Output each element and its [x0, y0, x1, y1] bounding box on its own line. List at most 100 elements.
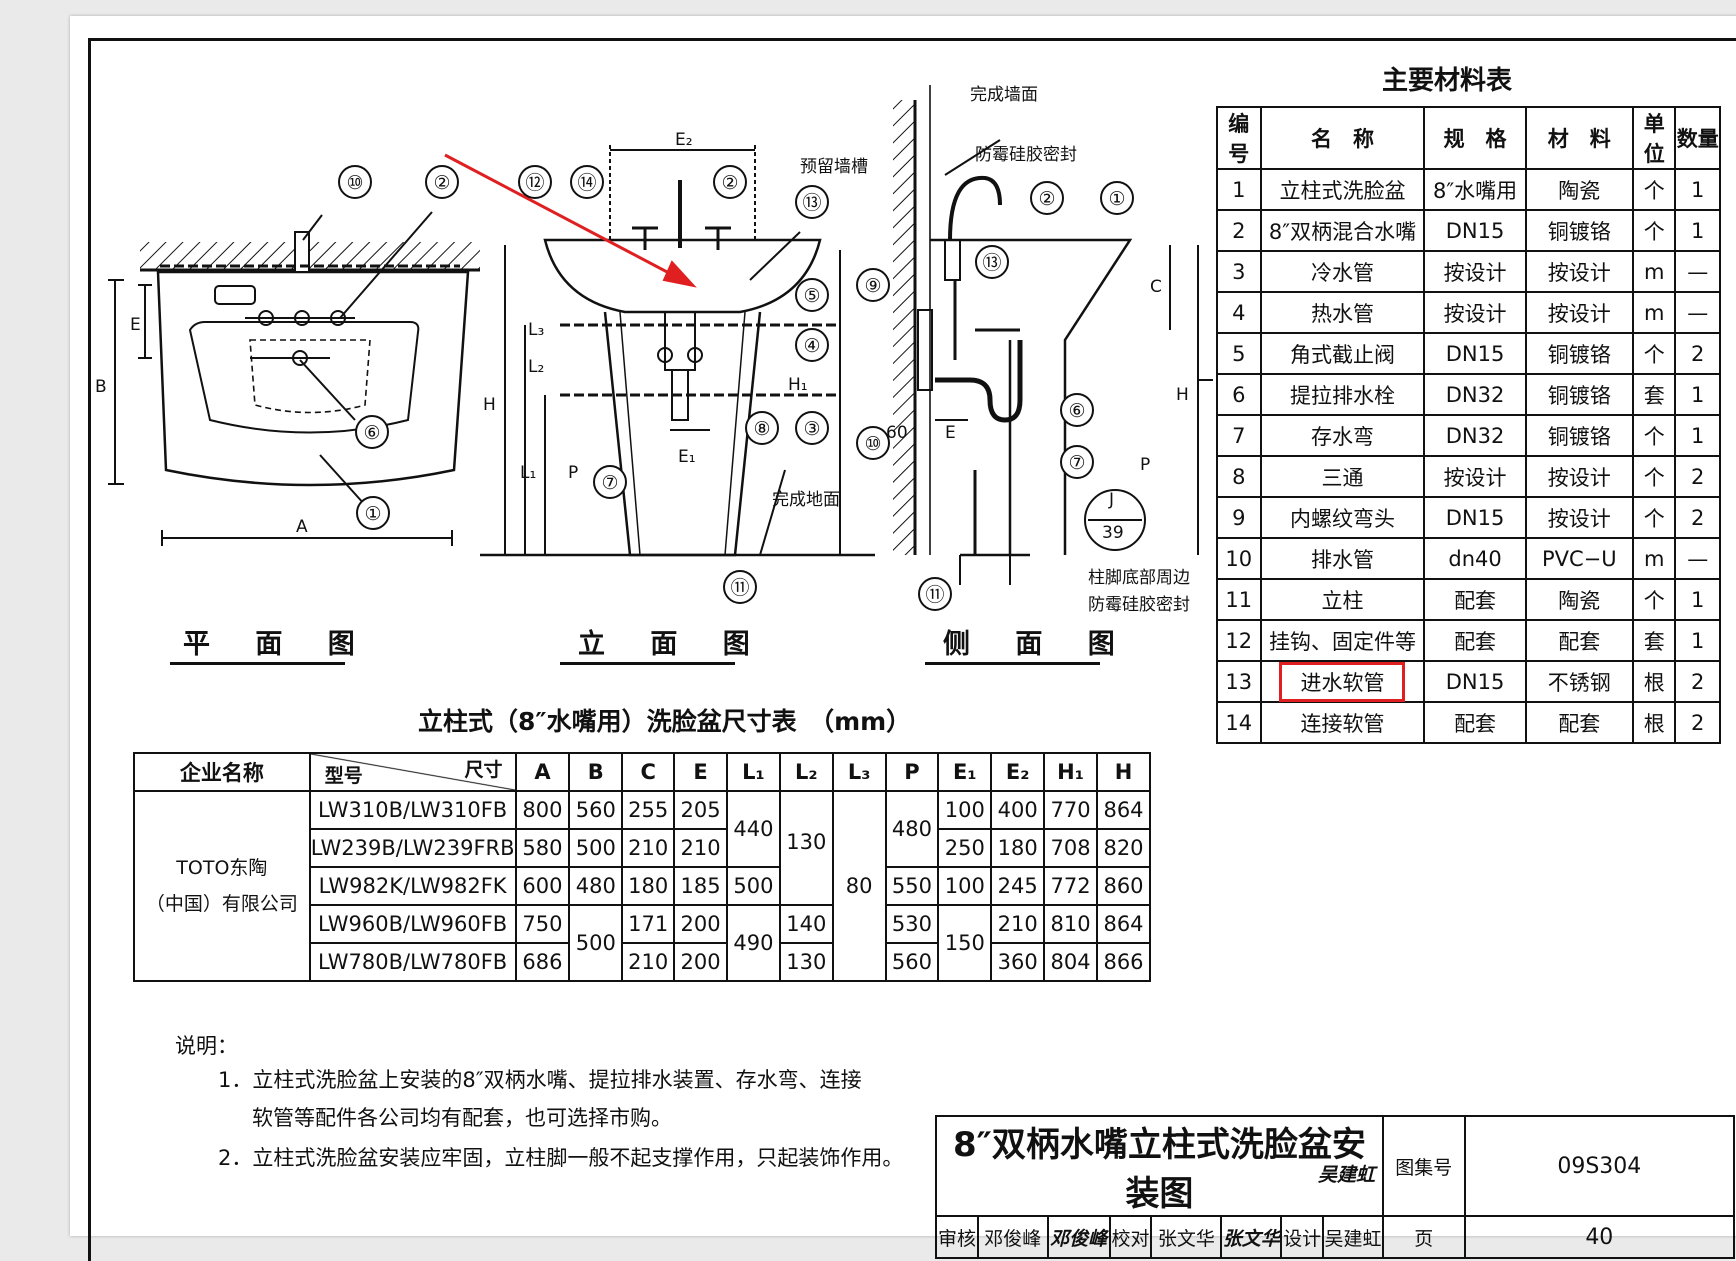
materials-cell: 1: [1674, 168, 1721, 211]
dim-cell: 550: [884, 866, 940, 906]
dim-B: B: [95, 377, 107, 397]
plan-view-title: 平 面 图: [183, 629, 373, 660]
materials-cell: 个: [1631, 209, 1677, 252]
detail-marker-top: J: [1108, 490, 1114, 510]
front-view: [480, 145, 875, 557]
dim-E1: E₁: [678, 447, 696, 467]
materials-cell: 排水管: [1259, 537, 1426, 580]
dimensions-table: 企业名称 型号 尺寸 A B C E L₁ L₂ L₃ P E₁ E₂ H₁ H…: [133, 752, 1151, 982]
materials-cell: 提拉排水栓: [1259, 373, 1426, 416]
callout-13-side: ⑬: [975, 245, 1009, 279]
dim-header-model: 型号 尺寸: [308, 752, 517, 792]
materials-cell: 个: [1631, 455, 1677, 498]
materials-header-cell: 名 称: [1259, 106, 1426, 170]
dim-cell: 800: [514, 790, 571, 830]
svg-text:①: ①: [1108, 188, 1125, 210]
svg-text:⑨: ⑨: [864, 275, 881, 297]
title-block: 8″双柄水嘴立柱式洗脸盆安装图 图集号 09S304 审核 邓俊峰 邓俊峰 校对…: [935, 1115, 1736, 1259]
label-reserved-slot: 预留墙槽: [800, 157, 868, 177]
svg-text:⑦: ⑦: [601, 472, 618, 494]
callout-2-front: ②: [713, 165, 747, 199]
materials-cell: 13: [1216, 660, 1262, 703]
label-finished-wall: 完成墙面: [970, 85, 1038, 105]
dim-H-side: H: [1176, 385, 1189, 405]
detail-marker-bottom: 39: [1102, 523, 1124, 543]
dim-cell: 210: [990, 904, 1046, 944]
svg-text:⑤: ⑤: [803, 285, 820, 307]
check-signature: 张文华: [1220, 1215, 1283, 1259]
materials-cell: 配套: [1524, 619, 1634, 662]
dim-col-H: H: [1096, 752, 1151, 792]
callout-1-plan: ①: [356, 496, 390, 530]
review-signature: 邓俊峰: [1046, 1215, 1111, 1259]
callout-3-front: ③: [795, 411, 829, 445]
materials-cell: 1: [1674, 209, 1721, 252]
note-1-line-2: 软管等配件各公司均有配套，也可选择市购。: [252, 1106, 672, 1130]
review-label: 审核: [935, 1215, 979, 1259]
plan-view: [108, 211, 480, 546]
dim-cell: 180: [621, 866, 676, 906]
dim-P-side: P: [1140, 455, 1150, 475]
dim-cell: 210: [621, 942, 676, 982]
review-name: 邓俊峰: [976, 1215, 1049, 1259]
dim-L1: L₁: [520, 463, 536, 483]
materials-cell: 铜镀铬: [1524, 332, 1634, 375]
materials-cell: 个: [1631, 496, 1677, 539]
dim-cell: 750: [514, 904, 571, 944]
dim-cell: 530: [884, 904, 940, 944]
materials-cell: DN15: [1423, 660, 1527, 703]
dim-cell: 490: [726, 904, 781, 982]
materials-cell: 按设计: [1524, 250, 1634, 293]
callout-11-front: ⑪: [723, 570, 757, 604]
materials-cell: DN32: [1423, 373, 1527, 416]
callout-7-side: ⑦: [1060, 445, 1094, 479]
dim-P: P: [568, 463, 578, 483]
materials-cell: 个: [1631, 578, 1677, 621]
materials-cell: 套: [1631, 373, 1677, 416]
materials-cell: 铜镀铬: [1524, 209, 1634, 252]
callout-1-side: ①: [1100, 181, 1134, 215]
notes-heading: 说明：: [175, 1034, 238, 1058]
dim-cell: 440: [726, 790, 781, 868]
dim-cell: 480: [884, 790, 940, 868]
dim-col-E1: E₁: [937, 752, 993, 792]
materials-cell: 8″水嘴用: [1423, 168, 1527, 211]
check-label: 校对: [1108, 1215, 1153, 1259]
dim-cell: 500: [726, 866, 781, 906]
svg-text:⑥: ⑥: [1068, 400, 1085, 422]
dim-A: A: [296, 517, 308, 537]
materials-header-cell: 单位: [1631, 106, 1677, 170]
note-2: 2．立柱式洗脸盆安装应牢固，立柱脚一般不起支撑作用，只起装饰作用。: [218, 1146, 904, 1170]
materials-cell: —: [1674, 291, 1721, 334]
materials-cell: 立柱式洗脸盆: [1259, 168, 1426, 211]
dim-cell: 580: [514, 828, 571, 868]
materials-cell: 存水弯: [1259, 414, 1426, 457]
dim-cell: 245: [990, 866, 1046, 906]
materials-cell: 1: [1674, 578, 1721, 621]
materials-cell: 不锈钢: [1524, 660, 1634, 703]
dim-cell: 360: [990, 942, 1046, 982]
materials-cell: 3: [1216, 250, 1262, 293]
materials-cell: 按设计: [1524, 291, 1634, 334]
dim-cell: 560: [884, 942, 940, 982]
materials-cell: 热水管: [1259, 291, 1426, 334]
dim-model: LW310B/LW310FB: [308, 790, 517, 830]
svg-text:②: ②: [1038, 188, 1055, 210]
materials-cell: 按设计: [1524, 455, 1634, 498]
materials-cell: m: [1631, 291, 1677, 334]
side-title-underline: [925, 662, 1100, 665]
materials-cell: DN32: [1423, 414, 1527, 457]
materials-cell: 1: [1216, 168, 1262, 211]
dim-cell: 500: [568, 828, 624, 868]
callout-10-side: ⑩: [856, 426, 890, 460]
materials-cell: 8: [1216, 455, 1262, 498]
callout-9-side: ⑨: [856, 268, 890, 302]
materials-header-row: 编号名 称规 格材 料单位数量: [1216, 106, 1721, 170]
